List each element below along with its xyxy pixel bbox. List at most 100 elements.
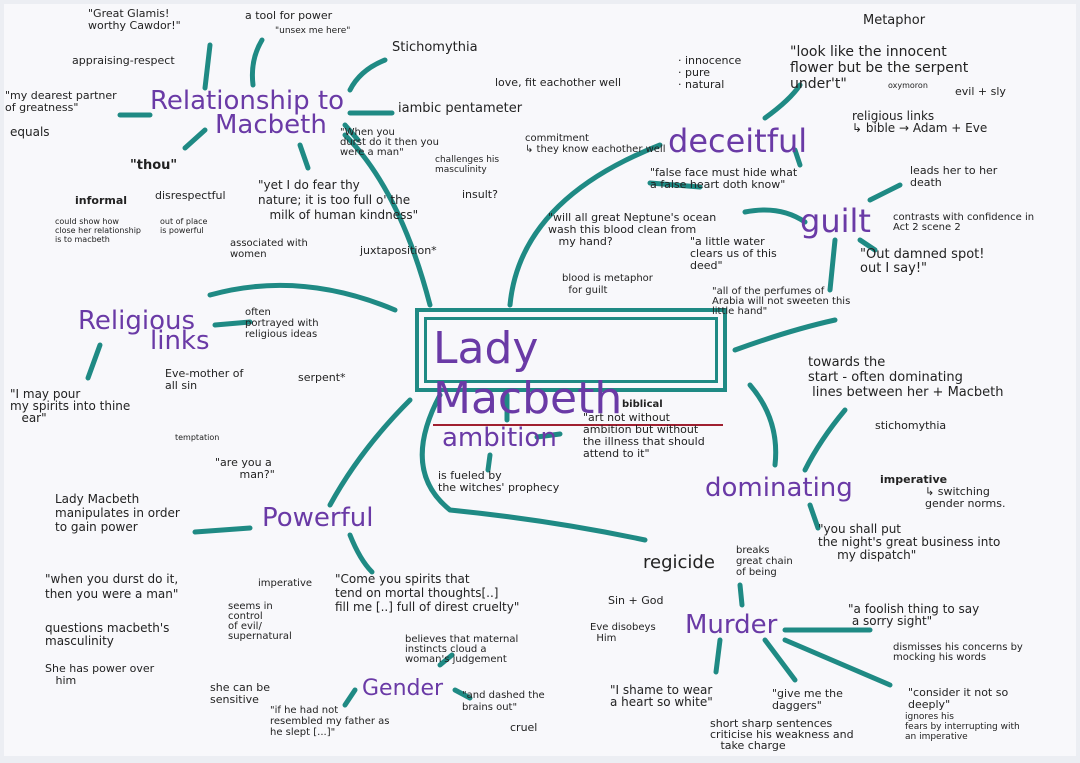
branch-line xyxy=(342,122,361,143)
branch-line xyxy=(732,317,838,353)
note-biblical: biblical xyxy=(622,399,663,410)
note-come-quote: "Come you spirits that tend on mortal th… xyxy=(335,572,520,614)
branch-line xyxy=(85,342,103,381)
note-imperative-come: imperative xyxy=(258,578,313,589)
heading-murder: Murder xyxy=(685,610,778,640)
note-manipulates: Lady Macbeth manipulates in order to gai… xyxy=(55,492,180,534)
note-breaks: breaks great chain of being xyxy=(736,545,793,578)
branch-line xyxy=(297,142,311,171)
note-shame: "I shame to wear a heart so white" xyxy=(610,683,713,709)
note-thou: "thou" xyxy=(130,158,178,173)
note-equals: equals xyxy=(10,125,50,139)
note-evil-sly: evil + sly xyxy=(955,85,1006,98)
note-maternal: believes that maternal instincts cloud a… xyxy=(405,634,519,665)
branch-line xyxy=(827,237,838,293)
branch-line xyxy=(762,637,798,683)
note-dashed: "and dashed the brains out" xyxy=(462,690,545,713)
heading-religious: Religious xyxy=(78,306,195,336)
branch-line xyxy=(207,282,398,313)
note-stichomythia-right: stichomythia xyxy=(875,419,947,432)
note-art-not: "art not without ambition but without th… xyxy=(583,411,705,460)
note-may-pour: "I may pour my spirits into thine ear" xyxy=(10,387,131,425)
note-questions: questions macbeth's masculinity xyxy=(45,621,170,648)
branch-line xyxy=(713,637,723,675)
note-associated: associated with women xyxy=(230,238,308,260)
branch-line xyxy=(182,127,208,151)
note-arabia: "all of the perfumes of Arabia will not … xyxy=(712,286,851,317)
note-neptune: "will all great Neptune's ocean wash thi… xyxy=(548,211,717,248)
central-topic-box: Lady Macbeth xyxy=(415,308,727,426)
branch-line xyxy=(202,42,213,91)
note-are-you-man: "are you a man?" xyxy=(215,456,275,481)
note-power-over: She has power over him xyxy=(45,662,155,687)
note-challenges: challenges his masculinity xyxy=(435,155,500,175)
branch-line xyxy=(742,207,808,225)
note-damned-spot: "Out damned spot! out I say!" xyxy=(860,247,985,276)
note-religious-links: religious links ↳ bible → Adam + Eve xyxy=(852,109,988,135)
branch-line xyxy=(212,319,253,328)
note-blood: blood is metaphor for guilt xyxy=(562,273,653,296)
heading-deceitful: deceitful xyxy=(668,122,808,160)
branch-line xyxy=(737,582,745,608)
branch-line xyxy=(534,431,563,440)
note-innocent-quote: "look like the innocent flower but be th… xyxy=(790,44,969,92)
branch-line xyxy=(762,82,803,121)
note-sin-god: Sin + God xyxy=(608,594,664,607)
note-juxtaposition: juxtaposition* xyxy=(360,244,437,257)
note-cruel: cruel xyxy=(510,721,538,734)
note-dismisses: dismisses his concerns by mocking his wo… xyxy=(893,642,1023,663)
branch-line xyxy=(747,382,779,468)
note-eve: Eve-mother of all sin xyxy=(165,367,244,392)
note-daggers: "give me the daggers" xyxy=(772,687,843,712)
note-appraising: appraising-respect xyxy=(72,54,175,67)
heading-powerful: Powerful xyxy=(262,503,374,533)
note-commitment: commitment ↳ they know eachother well xyxy=(525,133,666,155)
note-short-sharp: short sharp sentences criticise his weak… xyxy=(710,717,854,752)
note-foolish: "a foolish thing to say a sorry sight" xyxy=(848,602,980,628)
note-stichomythia-top: Stichomythia xyxy=(392,40,478,55)
branch-line xyxy=(485,452,493,473)
heading-ambition: ambition xyxy=(442,423,557,453)
branch-line xyxy=(249,37,265,88)
branch-line xyxy=(342,132,433,308)
branch-line xyxy=(437,652,455,668)
central-topic-title: Lady Macbeth xyxy=(433,324,723,426)
note-insult: insult? xyxy=(462,188,498,201)
note-durst-bottom: "when you durst do it, then you were a m… xyxy=(45,572,179,601)
note-false-face: "false face must hide what a false heart… xyxy=(650,166,798,191)
branch-line xyxy=(419,392,648,543)
note-out-of-place: out of place is powerful xyxy=(160,217,208,235)
note-disrespectful: disrespectful xyxy=(155,189,226,202)
branch-line xyxy=(802,407,848,473)
note-unsex: "unsex me here" xyxy=(275,26,351,36)
mind-map-paper xyxy=(4,4,1076,756)
note-ignores: ignores his fears by interrupting with a… xyxy=(905,712,1020,742)
note-seems: seems in control of evil/ supernatural xyxy=(228,601,292,642)
note-often: often portrayed with religious ideas xyxy=(245,307,319,340)
note-little-water: "a little water clears us of this deed" xyxy=(690,235,777,272)
branch-line xyxy=(647,180,703,190)
note-towards: towards the start - often dominating lin… xyxy=(808,355,1004,400)
branch-line xyxy=(807,502,821,531)
note-oxymoron: oxymoron xyxy=(888,81,928,90)
note-serpent: serpent* xyxy=(298,371,346,384)
note-consider: "consider it not so deeply" xyxy=(908,686,1009,711)
heading-religious-2: links xyxy=(150,326,210,356)
note-informal: informal xyxy=(75,194,128,207)
note-temptation: temptation xyxy=(175,433,220,442)
note-resembled: "if he had not resembled my father as he… xyxy=(270,705,390,738)
note-fueled: is fueled by the witches' prophecy xyxy=(438,469,560,494)
note-leads: leads her to her death xyxy=(910,164,998,189)
note-glamis: "Great Glamis! worthy Cawdor!" xyxy=(88,7,181,32)
note-innocence-list: · innocence · pure · natural xyxy=(678,54,742,91)
heading-dominating: dominating xyxy=(705,473,853,503)
branch-line xyxy=(792,147,803,168)
heading-gender: Gender xyxy=(362,676,444,701)
note-fear-quote: "yet I do fear thy nature; it is too ful… xyxy=(258,178,419,222)
heading-relationship-2: Macbeth xyxy=(215,110,327,140)
heading-relationship: Relationship to xyxy=(150,86,344,116)
branch-line xyxy=(857,237,878,253)
branch-line xyxy=(327,397,413,508)
heading-guilt: guilt xyxy=(800,202,871,240)
